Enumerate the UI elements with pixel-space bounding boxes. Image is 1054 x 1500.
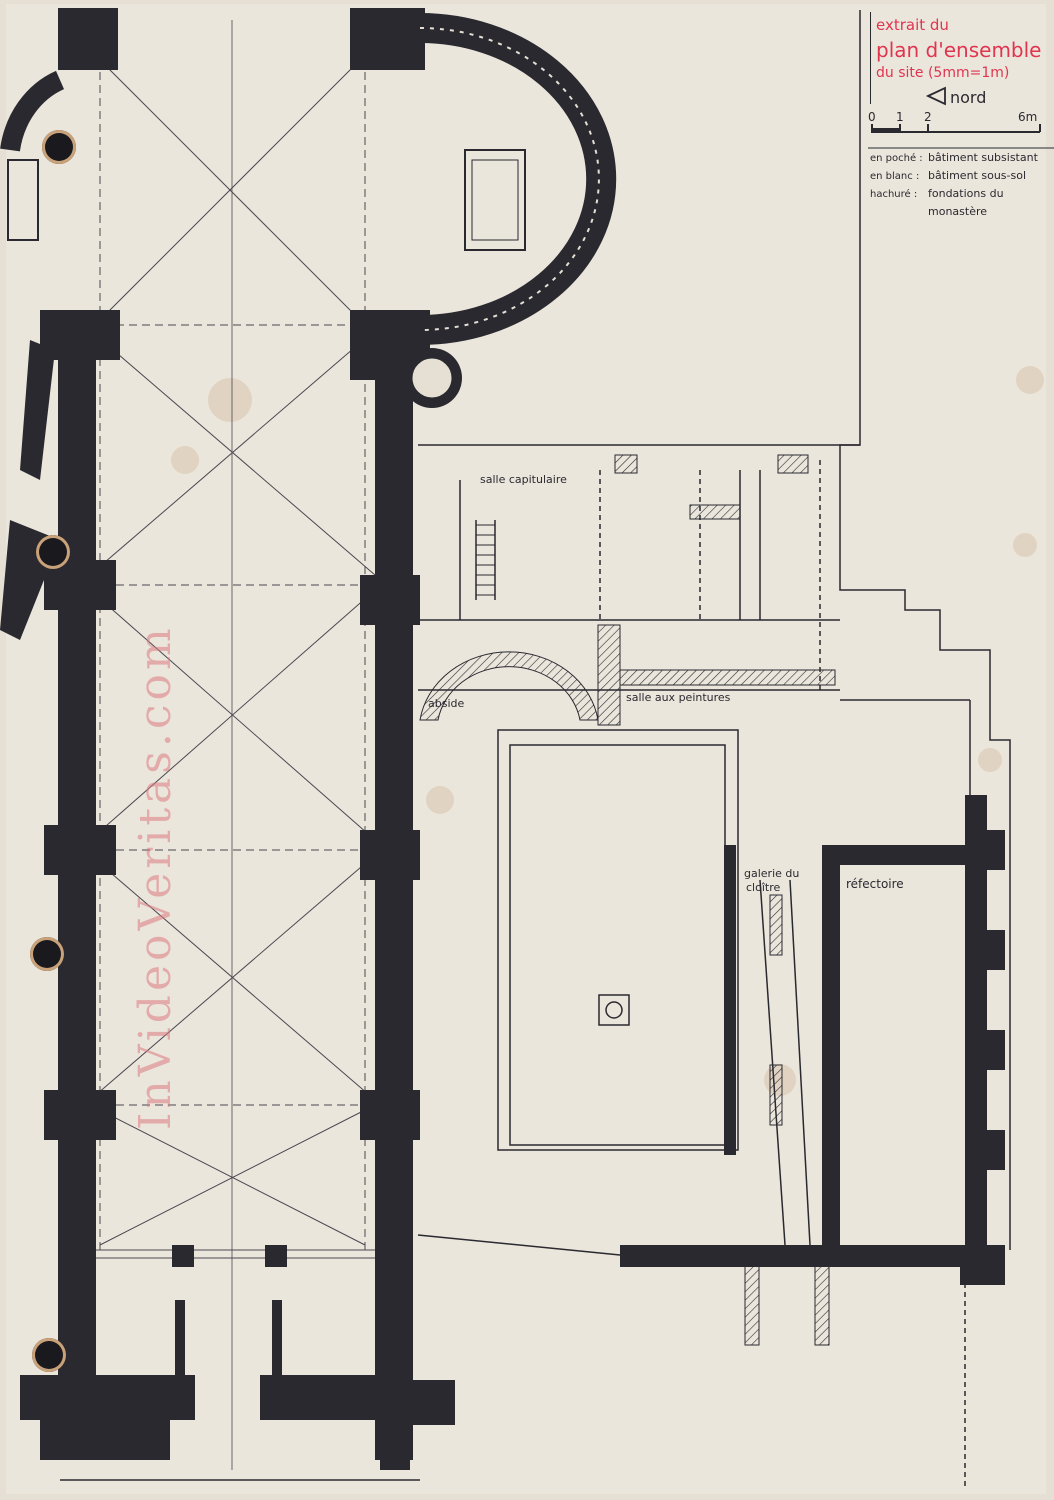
legend-box [870, 12, 1047, 104]
label-galerie-line2: cloître [746, 881, 781, 894]
label-galerie-line1: galerie du [744, 867, 800, 880]
legend-key-term-2: en blanc : [870, 171, 920, 182]
conventual-outline [60, 10, 1011, 1490]
scale-tick-1: 1 [896, 110, 904, 124]
north-arrow [925, 86, 946, 106]
legend-key-term-1: en poché : [870, 153, 923, 164]
label-salle-capitulaire: salle capitulaire [480, 473, 567, 486]
legend-title-line1: extrait du [876, 16, 949, 34]
label-abside: abside [428, 697, 465, 710]
legend-key-desc-2: bâtiment sous-sol [928, 169, 1027, 182]
legend-key-desc-4: monastère [928, 205, 988, 218]
punch-hole-1 [42, 130, 76, 164]
scale-tick-end: 6m [1018, 110, 1038, 124]
apse-wall [402, 13, 617, 408]
water-stains [171, 366, 1044, 1096]
label-salle-aux-peintures: salle aux peintures [626, 691, 731, 704]
scale-tick-2: 2 [924, 110, 932, 124]
legend-title-line3: du site (5mm=1m) [876, 65, 1010, 81]
scale-bar [871, 124, 1041, 133]
scale-tick-0: 0 [868, 110, 876, 124]
punch-hole-2 [36, 535, 70, 569]
legend-key-desc-3: fondations du [928, 187, 1004, 200]
watermark-text: InVideoVeritas.com [130, 624, 181, 1130]
vault-lines [89, 20, 376, 1470]
punch-hole-3 [30, 937, 64, 971]
legend-title-line2: plan d'ensemble [876, 38, 1042, 62]
legend-key-term-3: hachuré : [870, 189, 918, 200]
stairs [476, 524, 495, 596]
hatched-foundations [419, 454, 836, 1346]
north-label: nord [950, 88, 987, 107]
legend-key-desc-1: bâtiment subsistant [928, 151, 1038, 164]
punch-hole-4 [32, 1338, 66, 1372]
label-refectoire: réfectoire [846, 877, 904, 891]
